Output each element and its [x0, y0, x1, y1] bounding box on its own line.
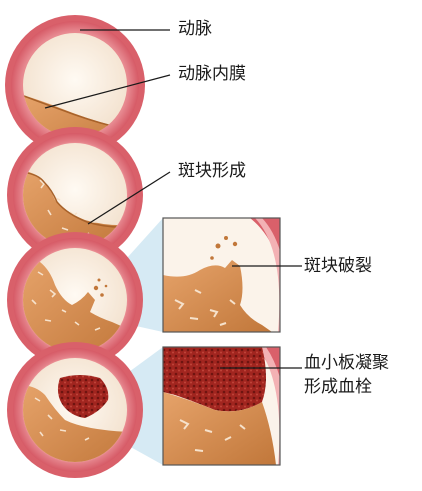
- label-intima: 动脉内膜: [178, 64, 246, 84]
- artery-plaque-formation: [7, 127, 143, 263]
- leader-plaque-formation: [87, 171, 171, 225]
- artery-thrombus: [7, 342, 143, 478]
- label-plaque-formation: 斑块形成: [178, 161, 246, 181]
- label-artery: 动脉: [178, 19, 212, 39]
- label-thrombus-line1: 血小板凝聚: [304, 353, 389, 373]
- zoom-panel-thrombus: [162, 346, 281, 466]
- zoom-panel-rupture: [162, 217, 281, 333]
- leader-lines: [44, 29, 302, 369]
- leader-intima: [44, 74, 171, 109]
- artery-plaque-rupture: [7, 232, 143, 368]
- label-thrombus-line2: 形成血栓: [304, 377, 372, 397]
- label-plaque-rupture: 斑块破裂: [304, 256, 372, 276]
